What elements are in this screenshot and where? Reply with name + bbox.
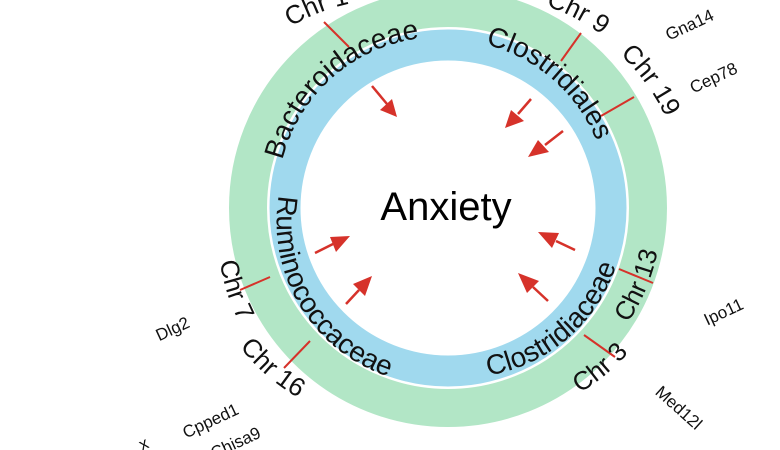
connector-chr-13 — [618, 268, 654, 284]
arrow-ruminococcaceae-2 — [345, 276, 372, 305]
gene-label-dlg2: Dlg2 — [153, 313, 193, 345]
connector-chr-7 — [239, 276, 271, 291]
inner-ring — [269, 29, 627, 387]
gene-label-cut-left: x — [136, 433, 152, 450]
gene-label-gna14: Gna14 — [663, 6, 717, 45]
outer-ring — [229, 0, 667, 427]
connector-chr-top — [323, 21, 350, 48]
arrow-ruminococcaceae-1 — [314, 236, 350, 255]
arrow-group — [314, 85, 576, 305]
connector-chr-9 — [560, 32, 582, 62]
gene-label-med12l: Med12l — [652, 382, 706, 433]
gene-label-ipo11: Ipo11 — [701, 295, 746, 330]
gene-label-cep78: Cep78 — [687, 59, 740, 97]
arrow-clostridiales-1 — [505, 98, 532, 128]
connector-chr-3 — [583, 334, 616, 358]
connector-chr-19 — [600, 96, 635, 117]
connector-lines — [239, 21, 654, 369]
arrow-clostridiaceae-1 — [538, 232, 576, 252]
connector-chr-16 — [283, 340, 311, 369]
arrow-clostridiaceae-2 — [518, 273, 549, 302]
arrow-bacteroidaceae — [371, 85, 397, 117]
arrow-clostridiales-2 — [528, 130, 564, 157]
center-label: Anxiety — [380, 185, 511, 229]
